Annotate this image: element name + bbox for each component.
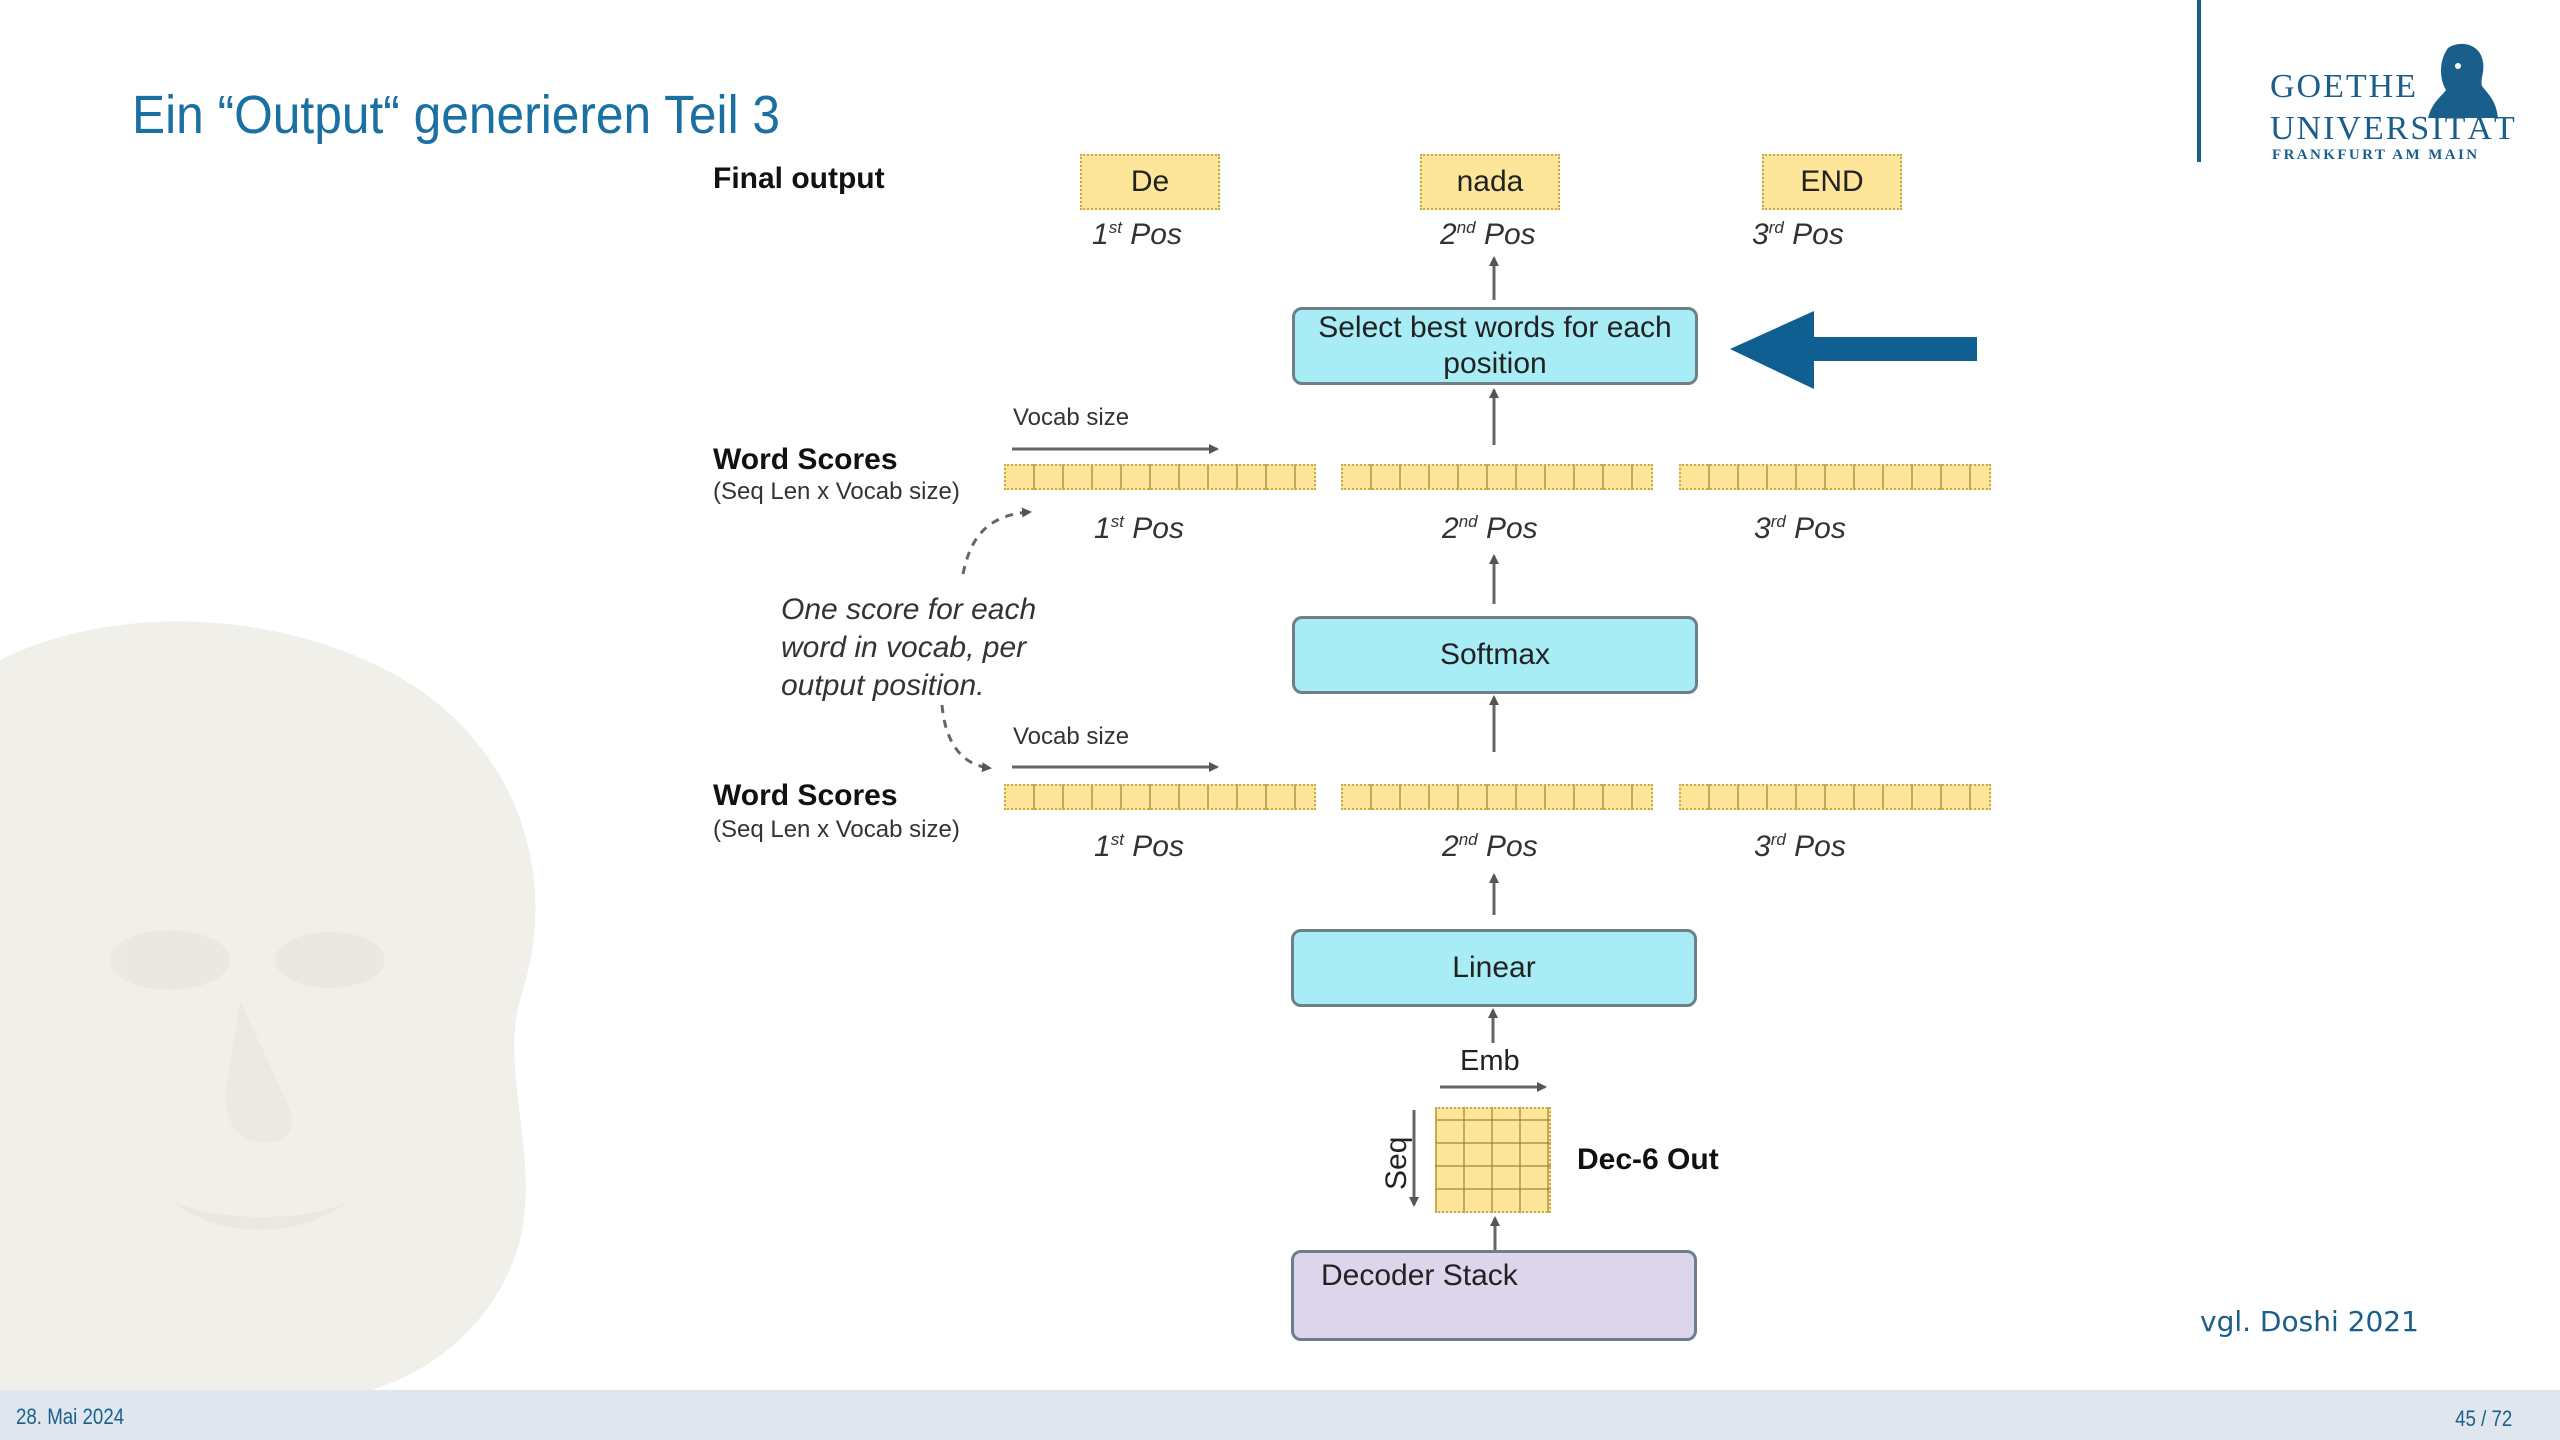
position-label-lower-2: 2nd Pos [1442,830,1538,863]
linear-box: Linear [1291,929,1697,1007]
position-label-3: 3rd Pos [1752,218,1844,251]
position-label-upper-2: 2nd Pos [1442,512,1538,545]
output-token-2: nada [1420,154,1560,210]
citation-text: vgl. Doshi 2021 [2200,1305,2419,1338]
footer-bar [0,1390,2560,1440]
position-label-1: 1st Pos [1092,218,1182,251]
page-number: 45 / 72 [2454,1406,2512,1431]
score-strip-lower-3 [1679,784,1991,810]
output-token-1: De [1080,154,1220,210]
output-token-3: END [1762,154,1902,210]
vocab-size-label-upper: Vocab size [1013,404,1130,431]
goethe-watermark-icon [0,621,536,1400]
position-label-2: 2nd Pos [1440,218,1536,251]
decoder-output-grid [1435,1107,1551,1213]
footer-date: 28. Mai 2024 [16,1404,125,1429]
score-strip-lower-1 [1004,784,1316,810]
dec-out-label: Dec-6 Out [1577,1143,1719,1176]
emb-label: Emb [1460,1045,1520,1077]
university-logo: GOETHE UNIVERSITÄT FRANKFURT AM MAIN [2270,40,2515,170]
position-label-lower-3: 3rd Pos [1754,830,1846,863]
highlight-arrow-icon [1730,311,1977,389]
position-label-lower-1: 1st Pos [1094,830,1184,863]
score-strip-upper-2 [1341,464,1653,490]
vocab-size-label-lower: Vocab size [1013,723,1130,750]
select-best-words-box: Select best words for each position [1292,307,1698,385]
position-label-upper-1: 1st Pos [1094,512,1184,545]
word-scores-label-upper: Word Scores [713,443,898,476]
seq-label: Seq [1380,1136,1413,1190]
annotation-arrow-lower [940,704,992,773]
word-scores-sub-upper: (Seq Len x Vocab size) [713,478,960,505]
goethe-head-icon [2428,43,2498,118]
decoder-stack-box: Decoder Stack [1291,1250,1697,1341]
score-strip-upper-3 [1679,464,1991,490]
score-annotation-text: One score for each word in vocab, per ou… [781,593,1037,702]
logo-divider [2197,0,2201,162]
annotation-arrow-upper [961,507,1032,575]
logo-city-text: FRANKFURT AM MAIN [2272,147,2480,163]
decoder-stack-label: Decoder Stack [1321,1259,1518,1292]
word-scores-sub-lower: (Seq Len x Vocab size) [713,816,960,843]
score-strip-lower-2 [1341,784,1653,810]
logo-goethe-text: GOETHE [2270,68,2418,105]
slide-title: Ein “Output“ generieren Teil 3 [132,85,781,145]
word-scores-label-lower: Word Scores [713,779,898,812]
final-output-label: Final output [713,162,885,195]
softmax-box: Softmax [1292,616,1698,694]
position-label-upper-3: 3rd Pos [1754,512,1846,545]
score-strip-upper-1 [1004,464,1316,490]
